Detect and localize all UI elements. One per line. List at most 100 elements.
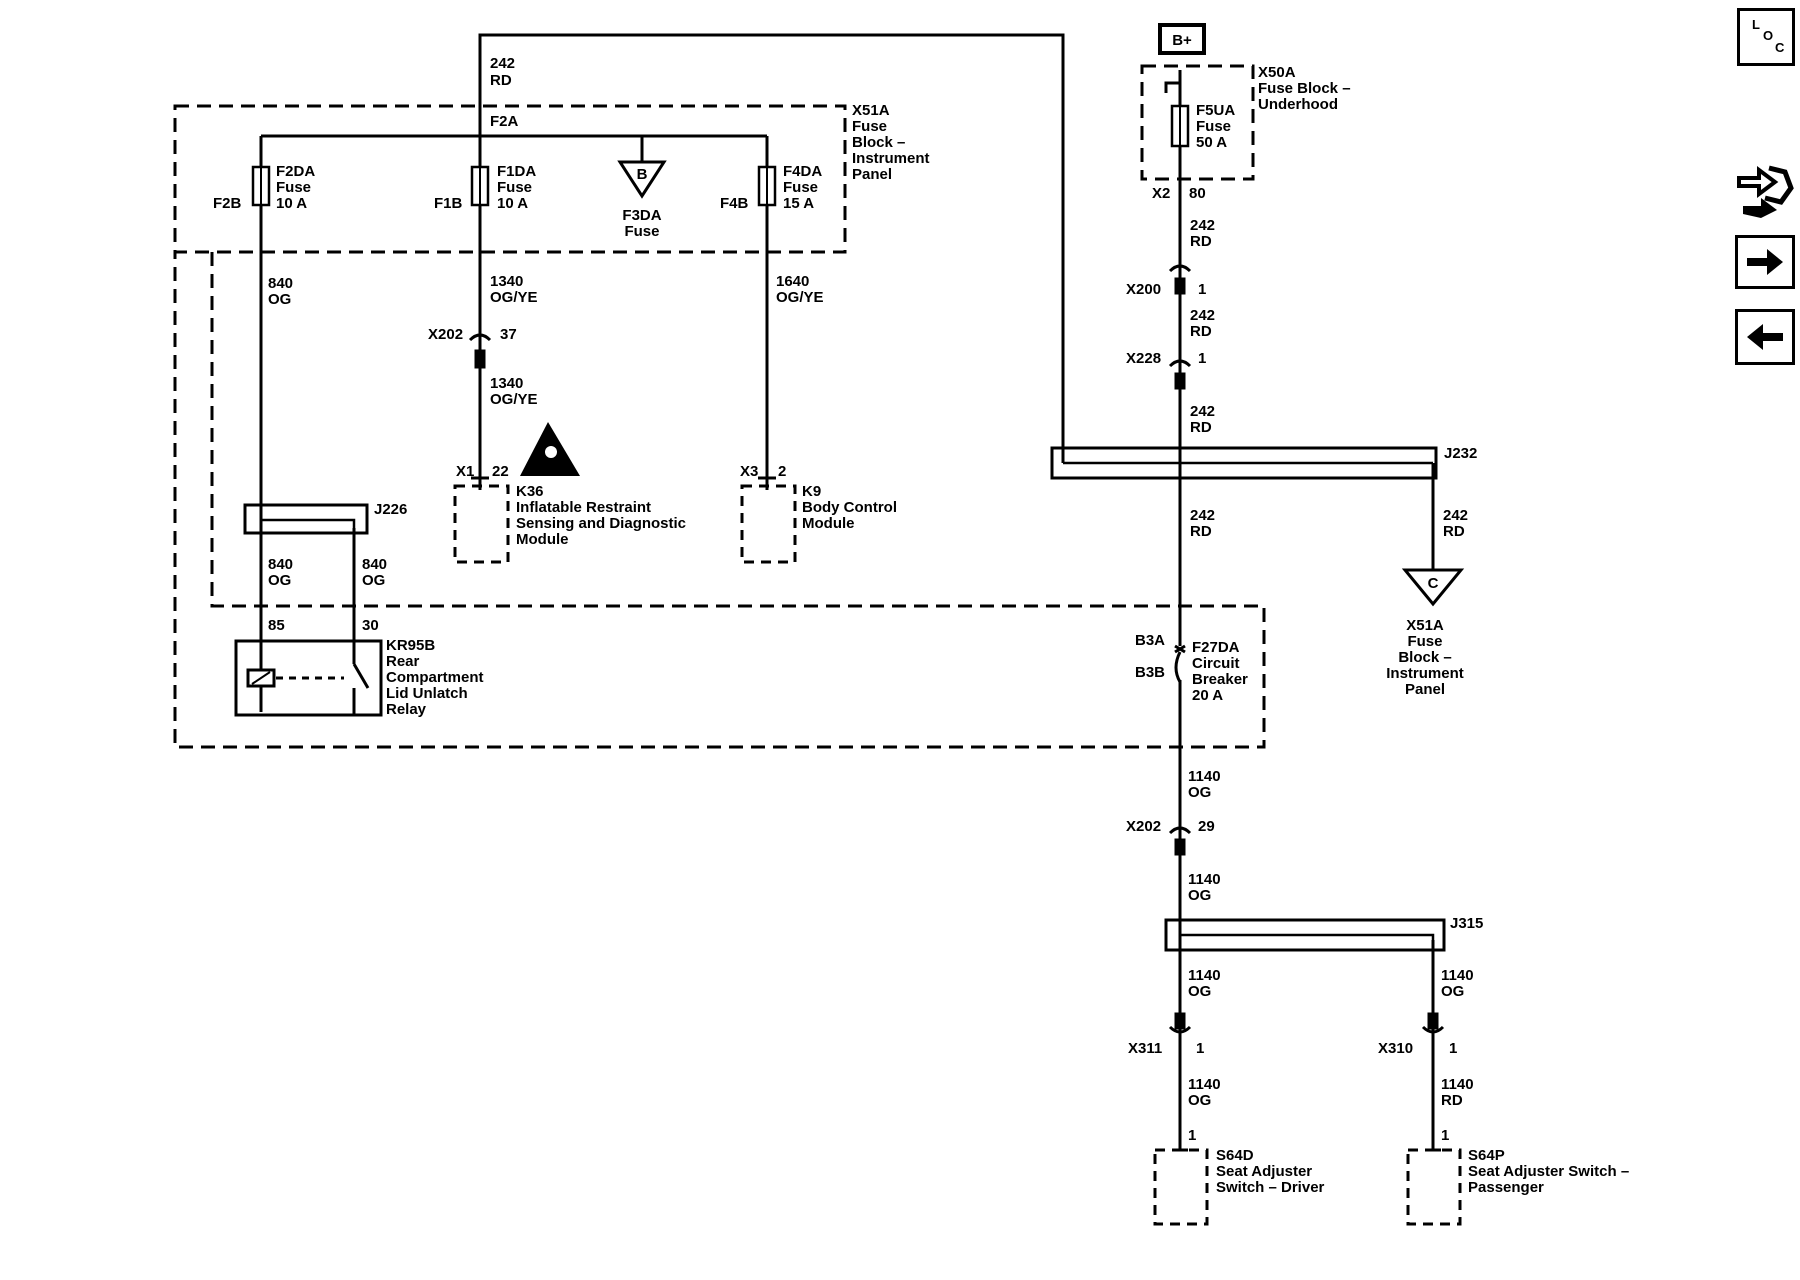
svg-text:Panel: Panel: [852, 166, 892, 183]
svg-text:1: 1: [1196, 1040, 1204, 1057]
connector-wrench-icon: [1737, 165, 1794, 218]
component-locator-button[interactable]: L O C: [1737, 8, 1795, 66]
previous-page-button[interactable]: [1735, 309, 1795, 365]
svg-text:X202: X202: [428, 326, 463, 343]
offpage-c-flag: [1401, 568, 1465, 607]
svg-text:Compartment: Compartment: [386, 669, 484, 686]
svg-text:X202: X202: [1126, 818, 1161, 835]
svg-text:840: 840: [268, 275, 293, 292]
svg-text:Seat Adjuster: Seat Adjuster: [1216, 1163, 1312, 1180]
svg-text:2: 2: [778, 463, 786, 480]
svg-text:1140: 1140: [1188, 871, 1221, 888]
svg-text:15 A: 15 A: [783, 195, 814, 212]
connector-end-view-button[interactable]: [1735, 158, 1797, 220]
svg-text:B3A: B3A: [1135, 632, 1165, 649]
svg-text:242: 242: [1190, 403, 1215, 420]
svg-text:Fuse Block –: Fuse Block –: [1258, 80, 1351, 97]
svg-text:X50A: X50A: [1258, 64, 1296, 81]
svg-text:37: 37: [500, 326, 517, 343]
svg-text:F2A: F2A: [490, 113, 519, 130]
module-pin-caps: [471, 476, 1441, 1152]
svg-text:Fuse: Fuse: [783, 179, 818, 196]
svg-text:F3DA: F3DA: [622, 207, 661, 224]
svg-text:85: 85: [268, 617, 285, 634]
svg-text:F1DA: F1DA: [497, 163, 536, 180]
svg-text:Fuse: Fuse: [497, 179, 532, 196]
fuse-block-underhood-outline: [1140, 64, 1255, 181]
relay-box: [234, 639, 383, 717]
svg-text:1: 1: [1198, 350, 1206, 367]
svg-text:Instrument: Instrument: [1386, 665, 1464, 682]
svg-text:840: 840: [362, 556, 387, 573]
svg-text:OG: OG: [1188, 1092, 1211, 1109]
svg-text:20 A: 20 A: [1192, 687, 1223, 704]
svg-text:Fuse: Fuse: [1196, 118, 1231, 135]
svg-text:OG: OG: [268, 291, 291, 308]
svg-text:29: 29: [1198, 818, 1215, 835]
svg-text:Relay: Relay: [386, 701, 427, 718]
svg-text:1140: 1140: [1441, 967, 1474, 984]
svg-text:1140: 1140: [1441, 1076, 1474, 1093]
svg-text:OG: OG: [1188, 784, 1211, 801]
svg-text:242: 242: [1443, 507, 1468, 524]
svg-text:242: 242: [1190, 217, 1215, 234]
svg-text:Fuse: Fuse: [624, 223, 659, 240]
svg-text:Instrument: Instrument: [852, 150, 930, 167]
svg-text:Lid Unlatch: Lid Unlatch: [386, 685, 468, 702]
svg-text:Circuit: Circuit: [1192, 655, 1240, 672]
svg-text:50 A: 50 A: [1196, 134, 1227, 151]
inline-connectors: [468, 264, 1445, 1034]
svg-text:1: 1: [1441, 1127, 1449, 1144]
svg-text:K36: K36: [516, 483, 544, 500]
svg-text:OG: OG: [1188, 887, 1211, 904]
svg-text:1140: 1140: [1188, 967, 1221, 984]
svg-text:X228: X228: [1126, 350, 1161, 367]
svg-text:OG: OG: [1188, 983, 1211, 1000]
svg-text:B: B: [637, 166, 648, 183]
svg-text:840: 840: [268, 556, 293, 573]
svg-text:242: 242: [490, 55, 515, 72]
fuse-symbols: [251, 104, 1190, 207]
svg-text:RD: RD: [1190, 419, 1212, 436]
svg-text:1140: 1140: [1188, 768, 1221, 785]
battery-positive-label: B+: [1172, 32, 1192, 49]
svg-text:X1: X1: [456, 463, 474, 480]
svg-text:J315: J315: [1450, 915, 1483, 932]
svg-text:Fuse: Fuse: [852, 118, 887, 135]
battery-tap: [1164, 81, 1180, 93]
svg-text:OG/YE: OG/YE: [490, 391, 538, 408]
svg-text:1340: 1340: [490, 273, 523, 290]
svg-text:C: C: [1428, 575, 1439, 592]
svg-text:RD: RD: [1190, 233, 1212, 250]
svg-text:Body Control: Body Control: [802, 499, 897, 516]
svg-text:1140: 1140: [1188, 1076, 1221, 1093]
svg-text:Inflatable Restraint: Inflatable Restraint: [516, 499, 651, 516]
svg-text:1340: 1340: [490, 375, 523, 392]
svg-text:OG: OG: [362, 572, 385, 589]
svg-text:S64P: S64P: [1468, 1147, 1505, 1164]
svg-text:RD: RD: [1441, 1092, 1463, 1109]
svg-text:OG/YE: OG/YE: [490, 289, 538, 306]
svg-text:B3B: B3B: [1135, 664, 1165, 681]
next-page-button[interactable]: [1735, 235, 1795, 289]
svg-text:Module: Module: [516, 531, 569, 548]
svg-text:242: 242: [1190, 307, 1215, 324]
svg-text:F5UA: F5UA: [1196, 102, 1235, 119]
svg-text:Block –: Block –: [852, 134, 905, 151]
svg-text:242: 242: [1190, 507, 1215, 524]
svg-text:Switch – Driver: Switch – Driver: [1216, 1179, 1325, 1196]
svg-text:Fuse: Fuse: [1407, 633, 1442, 650]
svg-text:F27DA: F27DA: [1192, 639, 1240, 656]
svg-text:10 A: 10 A: [497, 195, 528, 212]
svg-text:F2DA: F2DA: [276, 163, 315, 180]
svg-text:KR95B: KR95B: [386, 637, 435, 654]
svg-text:Breaker: Breaker: [1192, 671, 1248, 688]
f3da-offpage-flag: [617, 160, 667, 199]
fuse-block-ip-outline: [173, 104, 847, 254]
fuse-block-ip-lower-outline: [173, 252, 1266, 749]
svg-text:J232: J232: [1444, 445, 1477, 462]
svg-text:X51A: X51A: [1406, 617, 1444, 634]
svg-text:X2: X2: [1152, 185, 1170, 202]
svg-text:RD: RD: [490, 72, 512, 89]
svg-text:1640: 1640: [776, 273, 809, 290]
